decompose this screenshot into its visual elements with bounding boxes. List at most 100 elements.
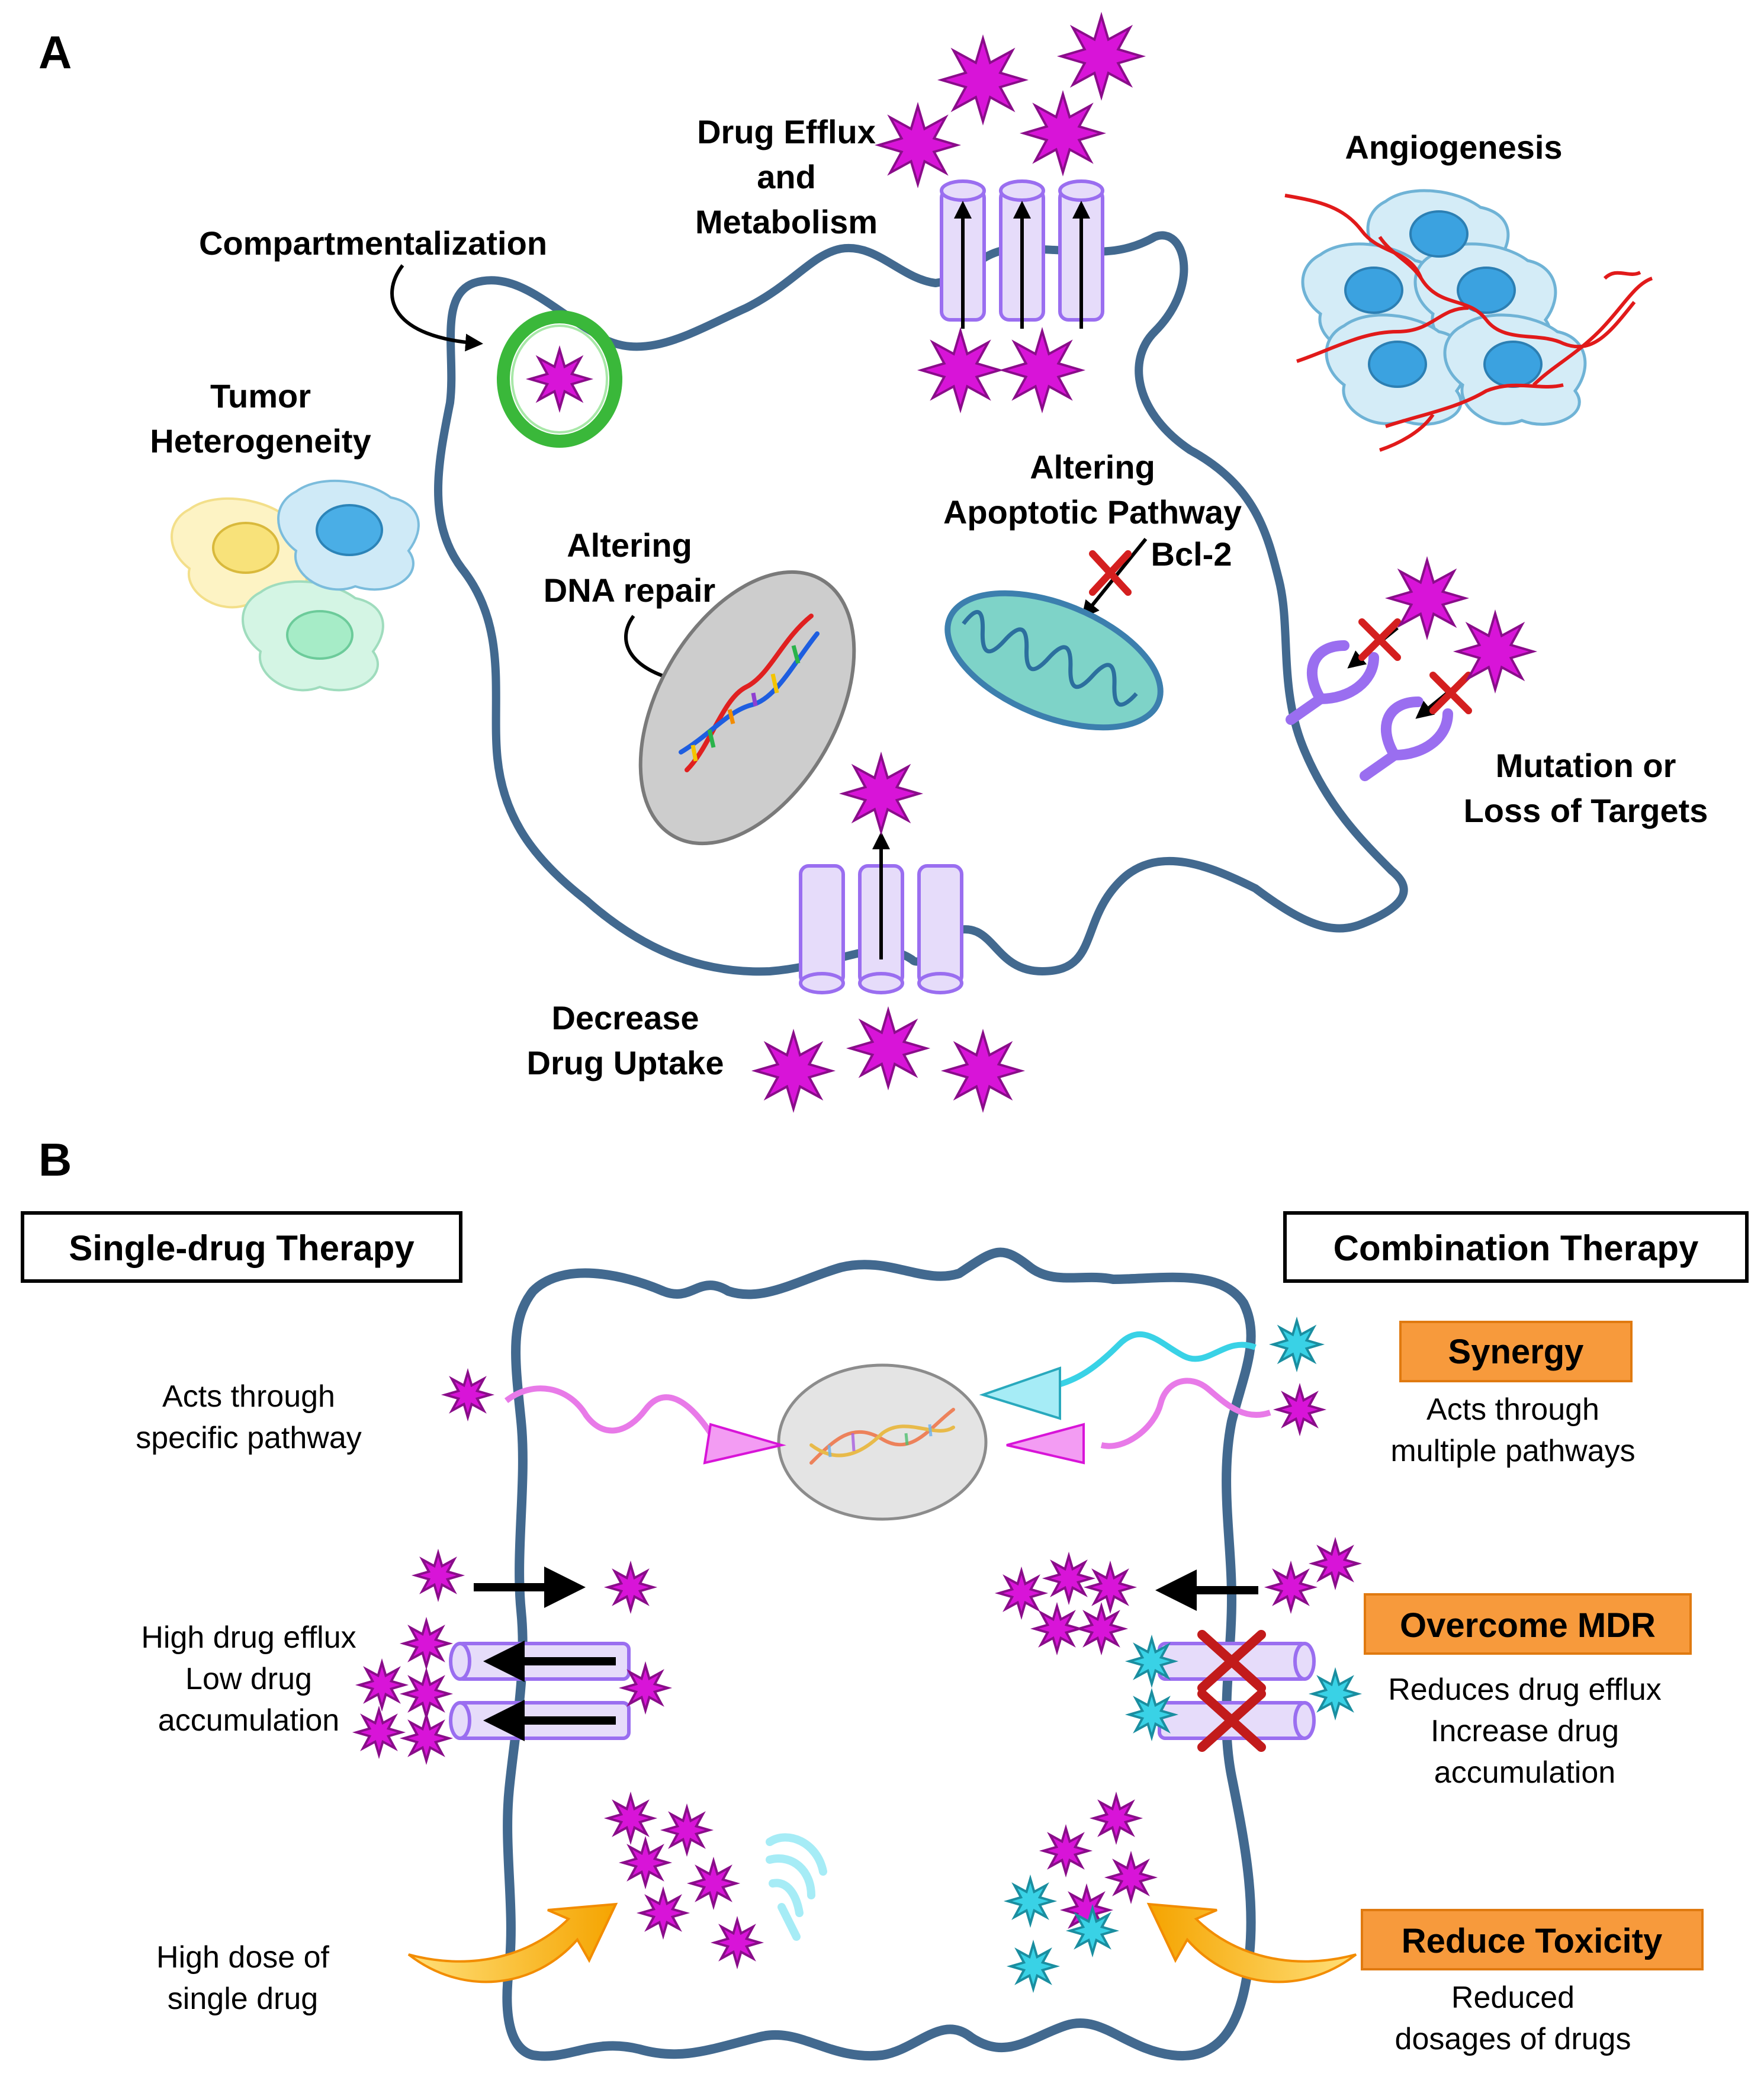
single-drug-title: Single-drug Therapy [69,1228,415,1268]
label-mutation-1: Mutation or [1496,747,1676,784]
label-angiogenesis: Angiogenesis [1345,129,1562,166]
drug-star-icon [399,1711,454,1766]
drug-star-icon [399,1667,454,1721]
label-tumor-2: Heterogeneity [150,422,371,460]
drug-star-icon [1384,556,1470,641]
note-mdr-2: Increase drug [1431,1714,1619,1748]
single-pathway-signal [504,1385,786,1465]
label-drug-efflux-2: and [757,158,816,195]
right-efflux-channels [1155,1569,1316,1752]
label-apoptotic-1: Altering [1030,448,1155,486]
drug-star-icon [994,1566,1049,1620]
tag-toxicity-label: Reduce Toxicity [1402,1922,1663,1960]
drug-star-cyan-icon [1006,1939,1061,1994]
note-toxicity-2: dosages of drugs [1395,2022,1631,2056]
label-uptake-1: Decrease [551,999,699,1036]
combo-signal-magenta [1006,1378,1271,1465]
label-drug-efflux-3: Metabolism [695,203,878,240]
tag-reduce-toxicity: Reduce Toxicity [1361,1909,1704,1970]
uptake-channels [799,832,963,994]
drug-star-cyan-icon [1308,1667,1363,1721]
panel-b-letter: B [38,1134,72,1186]
drug-star-icon [399,1616,454,1671]
drug-star-cyan-icon [1065,1904,1120,1958]
golgi-organelle [766,1833,827,1941]
note-dose-2: single drug [168,1982,318,2016]
efflux-channels [940,179,1104,329]
drug-star-icon [355,1658,409,1712]
drug-star-icon [603,1560,658,1614]
note-dose-1: High dose of [156,1940,330,1975]
label-dna-repair-2: DNA repair [544,572,715,609]
note-pathway-1: Acts through [162,1379,335,1414]
drug-star-icon [937,34,1029,126]
angiogenesis-cells [1284,189,1653,452]
label-compartmentalization: Compartmentalization [199,224,547,262]
drug-star-icon [1308,1536,1363,1591]
combo-signal-cyan [979,1331,1257,1420]
drug-star-cyan-icon [1124,1687,1179,1742]
left-efflux-channels [449,1567,631,1741]
drug-star-icon [838,751,924,836]
cell-membrane-b [502,1247,1256,2061]
drug-star-icon [917,326,1004,414]
drug-star-cyan-icon [1003,1874,1058,1928]
nucleus-a [638,570,856,846]
note-synergy-2: multiple pathways [1390,1434,1635,1468]
efflux-block-x [1197,1630,1266,1752]
nucleus-b [777,1363,988,1521]
drug-star-icon [411,1548,465,1603]
label-dna-repair-1: Altering [567,527,692,564]
heterogeneous-cells [171,479,420,692]
drug-star-cyan-icon [1268,1316,1325,1373]
drug-star-icon [636,1886,690,1940]
drug-star-icon [1083,1560,1138,1614]
drug-star-cyan-icon [1124,1634,1179,1689]
single-drug-title-box: Single-drug Therapy [21,1211,462,1283]
drug-star-icon [441,1368,495,1422]
blood-vessels [1284,194,1653,452]
drug-star-icon [1042,1551,1096,1606]
drug-star-icon [1453,609,1538,694]
label-bcl2: Bcl-2 [1151,535,1232,573]
single-dose-arrow [407,1902,618,1983]
label-drug-efflux-1: Drug Efflux [697,113,876,150]
drug-star-icon [1056,11,1146,101]
note-pathway-2: specific pathway [136,1421,362,1455]
tag-mdr-label: Overcome MDR [1400,1606,1656,1645]
drug-star-icon [998,326,1086,414]
bcl2-block-x [1089,550,1132,596]
note-efflux-1: High drug efflux [141,1620,356,1655]
drug-star-icon [751,1028,836,1113]
drug-star-icon [874,101,962,189]
drug-star-icon [1264,1560,1318,1614]
receptors [1286,640,1453,781]
drug-star-icon [1039,1824,1093,1878]
tag-overcome-mdr: Overcome MDR [1364,1593,1692,1655]
label-tumor-1: Tumor [210,377,311,415]
mitochondrion [944,590,1164,731]
drug-star-icon [1019,89,1107,177]
note-mdr-3: accumulation [1434,1755,1615,1790]
drug-star-icon [352,1705,406,1760]
note-synergy-1: Acts through [1426,1392,1599,1427]
drug-molecules [352,11,1538,1994]
drug-star-icon [846,1006,931,1091]
label-uptake-2: Drug Uptake [527,1044,724,1081]
drug-star-icon [1074,1601,1129,1656]
target-block-x [1358,618,1472,714]
tag-synergy-label: Synergy [1448,1333,1584,1371]
combination-title-box: Combination Therapy [1283,1211,1749,1283]
note-toxicity-1: Reduced [1451,1981,1575,2015]
combo-dose-arrow [1146,1902,1357,1983]
drug-star-icon [603,1791,658,1845]
compartmentalization-arrow [390,264,483,352]
combination-title: Combination Therapy [1334,1228,1699,1268]
drug-star-icon [1030,1601,1084,1656]
note-efflux-2: Low drug [185,1662,312,1696]
cell-membrane-a [434,231,1408,976]
note-efflux-3: accumulation [158,1703,339,1738]
drug-star-icon [1104,1850,1158,1905]
drug-star-icon [525,345,594,413]
